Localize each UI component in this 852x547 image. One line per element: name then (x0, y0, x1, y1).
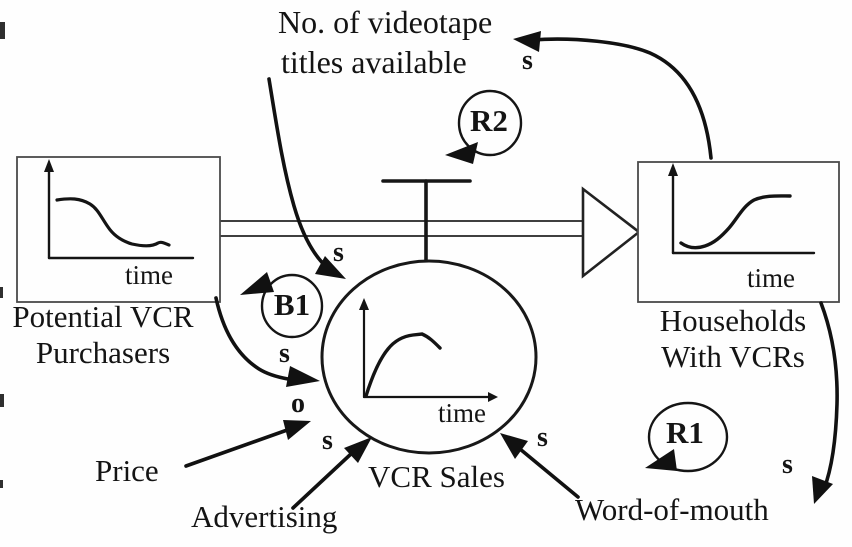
right-stock-label-line2: With VCRs (661, 339, 805, 374)
link-wordofmouth-to-sales (518, 447, 580, 499)
polarity-potential-to-sales: s (279, 338, 290, 369)
left-stock-box (16, 156, 221, 303)
link-advertising-to-sales (291, 451, 354, 510)
link-potential-to-sales (214, 296, 290, 381)
variable-title-line2: titles available (281, 44, 467, 80)
link-households-to-titles (530, 37, 713, 160)
loop-b1-circle (260, 273, 324, 339)
scan-artifacts (0, 22, 5, 488)
polarity-households-to-wordofmouth: s (782, 449, 793, 480)
left-stock-time-axis-label: time (125, 260, 173, 290)
loop-r2-circle (457, 89, 523, 157)
link-households-to-wordofmouth (819, 301, 839, 491)
sales-time-axis-label: time (438, 398, 486, 428)
left-stock-label-line1: Potential VCR (12, 299, 194, 334)
polarity-advertising-to-sales: s (322, 425, 333, 456)
right-stock-box (637, 161, 840, 303)
link-price-to-sales (184, 427, 292, 468)
sales-graph (359, 298, 498, 402)
causal-link-arrowheads (283, 31, 833, 504)
polarity-households-to-titles: s (522, 45, 533, 76)
right-stock-graph (668, 163, 816, 255)
loop-r2-label: R2 (470, 103, 508, 138)
polarity-titles-to-sales: s (333, 237, 344, 268)
left-stock-label-line2: Purchasers (35, 335, 171, 370)
loop-r1-circle (647, 401, 729, 473)
loop-symbols (260, 89, 729, 473)
link-titles-to-sales (267, 77, 332, 272)
loop-b1-label: B1 (273, 287, 311, 322)
flow-pipe (220, 220, 583, 237)
right-stock-time-axis-label: time (747, 263, 795, 293)
factor-word-of-mouth-label: Word-of-mouth (575, 492, 769, 527)
sales-flow-label: VCR Sales (368, 459, 505, 494)
left-stock-graph (44, 159, 195, 260)
flow-arrowhead (581, 186, 642, 279)
polarity-wordofmouth-to-sales: s (537, 422, 548, 453)
sales-flow-circle (320, 259, 538, 455)
causal-links (184, 37, 839, 510)
variable-title-line1: No. of videotape (278, 4, 493, 40)
valve-icon (381, 179, 472, 265)
loop-r1-label: R1 (666, 415, 704, 450)
polarity-price-to-sales: o (291, 388, 305, 419)
factor-advertising-label: Advertising (191, 499, 338, 534)
right-stock-label-line1: Households (659, 303, 807, 338)
loop-arrowheads (240, 142, 677, 471)
factor-price-label: Price (95, 453, 159, 488)
